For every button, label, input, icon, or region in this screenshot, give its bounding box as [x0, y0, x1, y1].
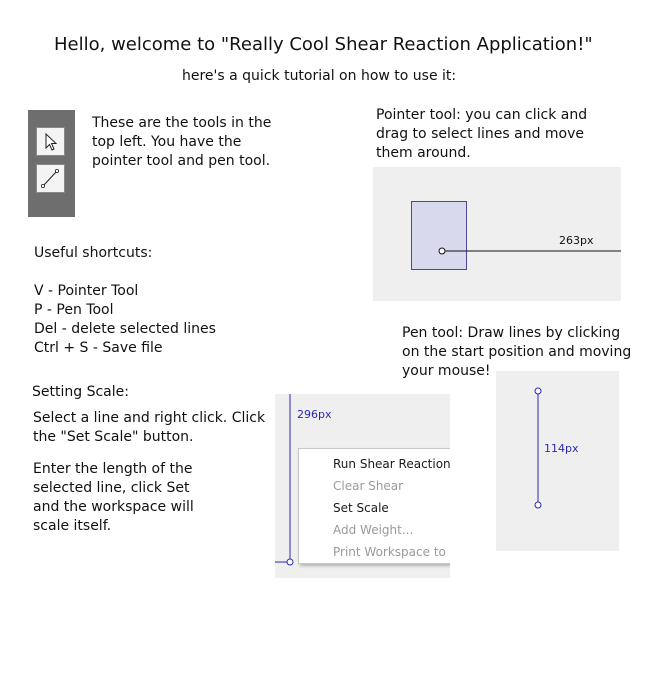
selection-rectangle [411, 201, 467, 270]
pen-dimension-label: 114px [544, 442, 579, 455]
shortcut-item: Del - delete selected lines [34, 321, 216, 337]
scale-line [275, 394, 294, 566]
shortcut-item: V - Pointer Tool [34, 283, 139, 299]
menu-item-add-weight[interactable]: Add Weight... [333, 523, 414, 537]
pointer-dimension-label: 263px [559, 234, 594, 247]
scale-paragraph-1-line-2: the "Set Scale" button. [33, 429, 194, 445]
pen-text-line-3: your mouse! [402, 363, 491, 379]
menu-item-clear-shear[interactable]: Clear Shear [333, 479, 404, 493]
scale-paragraph-2-line-2: selected line, click Set [33, 480, 190, 496]
tools-text-line-1: These are the tools in the [92, 115, 272, 131]
page-title: Hello, welcome to "Really Cool Shear Rea… [54, 34, 593, 55]
scale-heading: Setting Scale: [32, 384, 129, 400]
scale-dimension-label: 296px [297, 408, 332, 421]
pointer-text-line-1: Pointer tool: you can click and [376, 107, 588, 123]
drawn-line [534, 387, 542, 509]
toolbar-illustration [28, 110, 75, 217]
scale-paragraph-1-line-1: Select a line and right click. Click [33, 410, 266, 426]
pointer-tool-button[interactable] [36, 127, 65, 156]
pointer-tool-icon [45, 132, 58, 151]
pen-text-line-1: Pen tool: Draw lines by clicking [402, 325, 621, 341]
scale-demo-panel: 296px Run Shear Reaction Clear Shear Set… [275, 394, 450, 578]
pen-tool-icon [41, 169, 59, 188]
pen-text-line-2: on the start position and moving [402, 344, 632, 360]
context-menu: Run Shear Reaction Clear Shear Set Scale… [298, 448, 450, 564]
scale-paragraph-2-line-3: and the workspace will [33, 499, 194, 515]
page-subtitle: here's a quick tutorial on how to use it… [182, 68, 457, 84]
tools-text-line-2: top left. You have the [92, 134, 242, 150]
pointer-text-line-3: them around. [376, 145, 471, 161]
menu-item-print-workspace[interactable]: Print Workspace to Ac [333, 545, 450, 559]
scale-paragraph-2-line-4: scale itself. [33, 518, 112, 534]
shortcuts-heading: Useful shortcuts: [34, 245, 153, 261]
pointer-text-line-2: drag to select lines and move [376, 126, 585, 142]
menu-item-run-shear-reaction[interactable]: Run Shear Reaction [333, 457, 450, 471]
scale-paragraph-2-line-1: Enter the length of the [33, 461, 193, 477]
tools-text-line-3: pointer tool and pen tool. [92, 153, 271, 169]
shortcut-item: Ctrl + S - Save file [34, 340, 163, 356]
pen-demo-panel: 114px [496, 371, 619, 551]
selected-line [438, 247, 621, 255]
pen-tool-button[interactable] [36, 164, 65, 193]
menu-item-set-scale[interactable]: Set Scale [333, 501, 389, 515]
pointer-demo-panel: 263px [373, 167, 621, 301]
shortcut-item: P - Pen Tool [34, 302, 114, 318]
